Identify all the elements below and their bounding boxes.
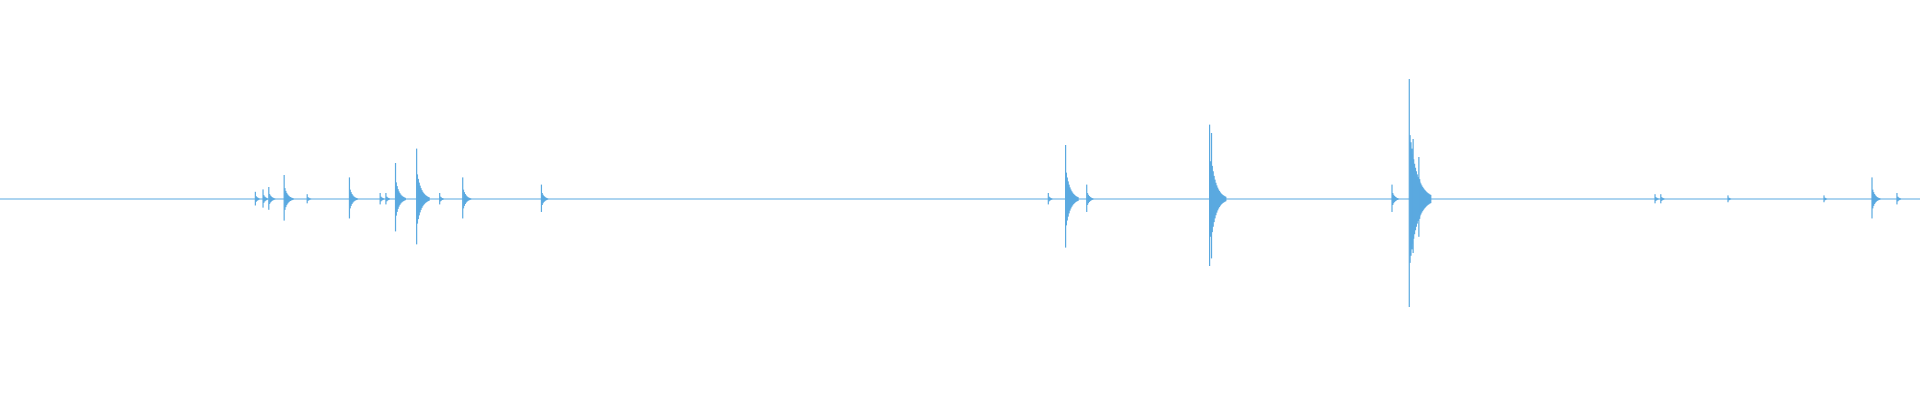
waveform-decay xyxy=(395,182,406,216)
waveform-decay xyxy=(1419,179,1431,219)
waveform-decay xyxy=(417,174,430,224)
waveform-decay xyxy=(1824,197,1831,201)
waveform-decay xyxy=(440,196,447,202)
waveform-decay xyxy=(541,192,550,206)
waveform-decay xyxy=(1655,197,1662,201)
waveform-decay xyxy=(307,197,314,201)
waveform-decay xyxy=(1087,192,1095,206)
waveform-decay xyxy=(269,193,277,205)
waveform-decay xyxy=(263,195,270,203)
waveform-decay xyxy=(284,188,294,210)
waveform-decay xyxy=(1872,189,1881,209)
waveform-decay xyxy=(1392,192,1400,206)
waveform-decay xyxy=(463,189,472,209)
waveform-decay xyxy=(1897,196,1904,202)
waveform-decay xyxy=(1661,197,1668,201)
waveform-decay xyxy=(1066,172,1079,226)
waveform-decay xyxy=(255,196,263,202)
waveform-decay xyxy=(380,196,387,202)
waveform-decay xyxy=(386,196,393,202)
waveform-events xyxy=(254,79,1904,307)
waveform-decay xyxy=(1728,197,1735,201)
waveform-decay xyxy=(1048,196,1056,202)
waveform-decay xyxy=(1211,165,1227,233)
waveform-decay xyxy=(349,189,359,209)
